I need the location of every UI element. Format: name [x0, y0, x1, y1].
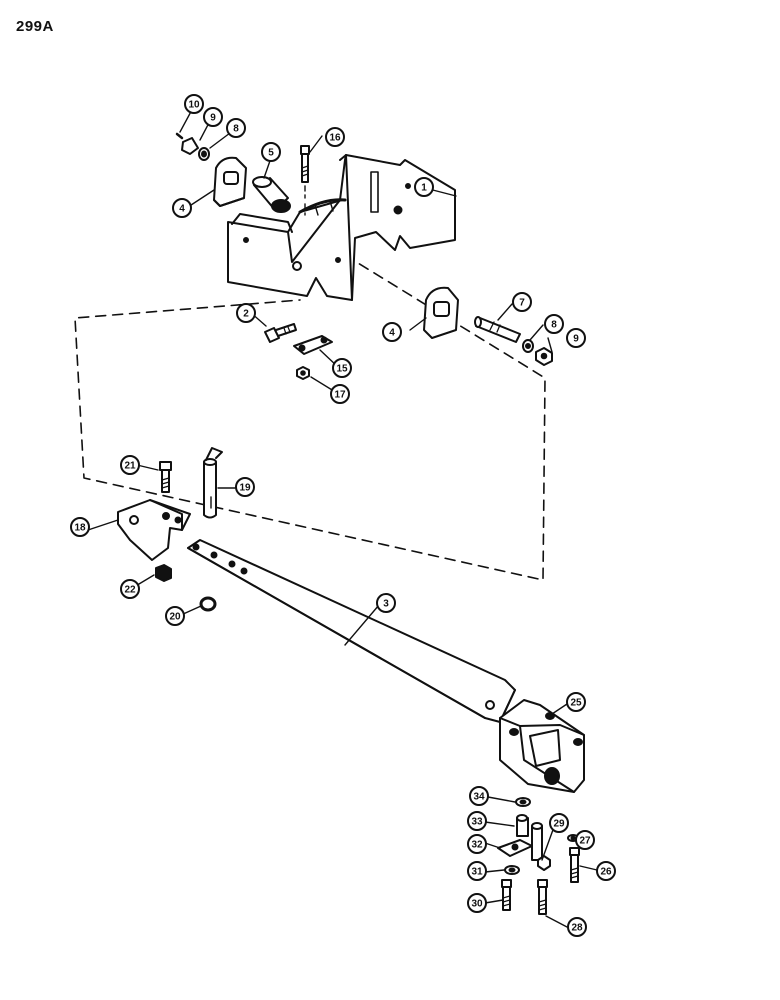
callout-label: 4: [389, 328, 395, 339]
plate-lower: [423, 286, 459, 339]
callout-16: 16: [325, 127, 345, 147]
callout-27: 27: [575, 830, 595, 850]
callout-22: 22: [120, 579, 140, 599]
callout-label: 22: [124, 585, 136, 596]
callout-32: 32: [467, 834, 487, 854]
callout-25: 25: [566, 692, 586, 712]
callout-label: 26: [600, 867, 612, 878]
drawbar: [187, 539, 516, 723]
callout-label: 28: [571, 923, 583, 934]
dashed-assembly-outline: [74, 254, 546, 581]
callout-28: 28: [567, 917, 587, 937]
callout-31: 31: [467, 861, 487, 881]
callout-label: 33: [471, 817, 483, 828]
page-number: 299A: [16, 18, 54, 35]
callout-7: 7: [512, 292, 532, 312]
bolt-2: [264, 323, 297, 343]
bolt-21: [159, 461, 172, 493]
nut-22: [155, 564, 172, 582]
callout-label: 16: [329, 133, 341, 144]
callout-label: 7: [519, 298, 525, 309]
callout-10: 10: [184, 94, 204, 114]
pin-7: [474, 316, 521, 343]
callout-label: 30: [471, 899, 483, 910]
callout-21: 21: [120, 455, 140, 475]
callout-label: 4: [179, 204, 185, 215]
callout-label: 8: [551, 320, 557, 331]
callout-17: 17: [330, 384, 350, 404]
bolt-16: [300, 145, 310, 216]
callout-label: 31: [471, 867, 483, 878]
callout-label: 5: [268, 148, 274, 159]
callout-5: 5: [261, 142, 281, 162]
callout-18: 18: [70, 517, 90, 537]
callout-label: 20: [169, 612, 181, 623]
sleeve: [252, 176, 291, 213]
hitch-block: [499, 699, 585, 793]
callout-15: 15: [332, 358, 352, 378]
callout-label: 15: [336, 364, 348, 375]
callout-29: 29: [549, 813, 569, 833]
callout-label: 27: [579, 836, 591, 847]
callout-4b: 4: [382, 322, 402, 342]
callout-8b: 8: [544, 314, 564, 334]
callout-30: 30: [467, 893, 487, 913]
callout-label: 8: [233, 124, 239, 135]
callout-label: 9: [210, 113, 216, 124]
clip-20: [199, 596, 217, 612]
nut-17: [296, 366, 310, 380]
clevis: [117, 499, 191, 561]
callout-19: 19: [235, 477, 255, 497]
callout-label: 17: [334, 390, 346, 401]
pin-19: [203, 447, 223, 519]
callout-label: 10: [188, 100, 200, 111]
callout-4a: 4: [172, 198, 192, 218]
callout-34: 34: [469, 786, 489, 806]
callout-20: 20: [165, 606, 185, 626]
callout-label: 21: [124, 461, 136, 472]
main-bracket: [227, 154, 456, 301]
callout-label: 19: [239, 483, 251, 494]
plate-upper: [213, 156, 247, 207]
callout-33: 33: [467, 811, 487, 831]
callout-26: 26: [596, 861, 616, 881]
callout-3: 3: [376, 593, 396, 613]
lower-hardware: [497, 797, 580, 915]
callout-label: 25: [570, 698, 582, 709]
callout-label: 18: [74, 523, 86, 534]
callout-label: 3: [383, 599, 389, 610]
callout-label: 29: [553, 819, 565, 830]
callout-9b: 9: [566, 328, 586, 348]
lower-washer-nut: [522, 339, 553, 366]
callout-label: 34: [473, 792, 485, 803]
callout-9a: 9: [203, 107, 223, 127]
callout-label: 32: [471, 840, 483, 851]
strap: [293, 335, 333, 355]
callout-2: 2: [236, 303, 256, 323]
callout-label: 1: [421, 183, 427, 194]
callout-label: 2: [243, 309, 249, 320]
callout-label: 9: [573, 334, 579, 345]
callout-1: 1: [414, 177, 434, 197]
upper-fasteners: [175, 132, 210, 161]
callout-8a: 8: [226, 118, 246, 138]
